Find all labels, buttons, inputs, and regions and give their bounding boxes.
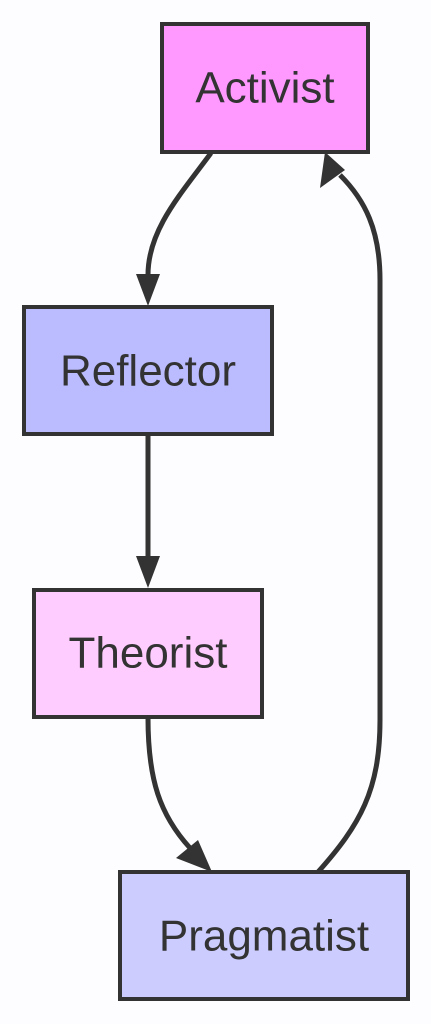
arrowhead-to-theorist — [136, 556, 160, 588]
node-activist-box — [160, 22, 370, 154]
node-reflector: Reflector — [22, 305, 274, 436]
node-activist: Activist — [160, 22, 370, 154]
arrowhead-to-activist — [320, 152, 345, 188]
edge-pragmatist-to-activist — [316, 173, 383, 874]
node-pragmatist: Pragmatist — [118, 870, 410, 1001]
node-activist-label: Activist — [195, 64, 334, 113]
node-pragmatist-label: Pragmatist — [159, 912, 369, 961]
edge-activist-to-reflector — [145, 151, 214, 276]
node-theorist-label: Theorist — [69, 629, 228, 678]
edge-theorist-to-pragmatist — [145, 717, 192, 850]
node-reflector-label: Reflector — [60, 347, 236, 396]
node-pragmatist-box — [118, 870, 410, 1001]
node-theorist: Theorist — [32, 588, 264, 719]
arrowhead-to-reflector — [136, 274, 160, 306]
node-theorist-box — [32, 588, 264, 719]
arrowhead-to-pragmatist — [176, 840, 212, 872]
edges — [136, 151, 383, 874]
node-reflector-box — [22, 305, 274, 436]
